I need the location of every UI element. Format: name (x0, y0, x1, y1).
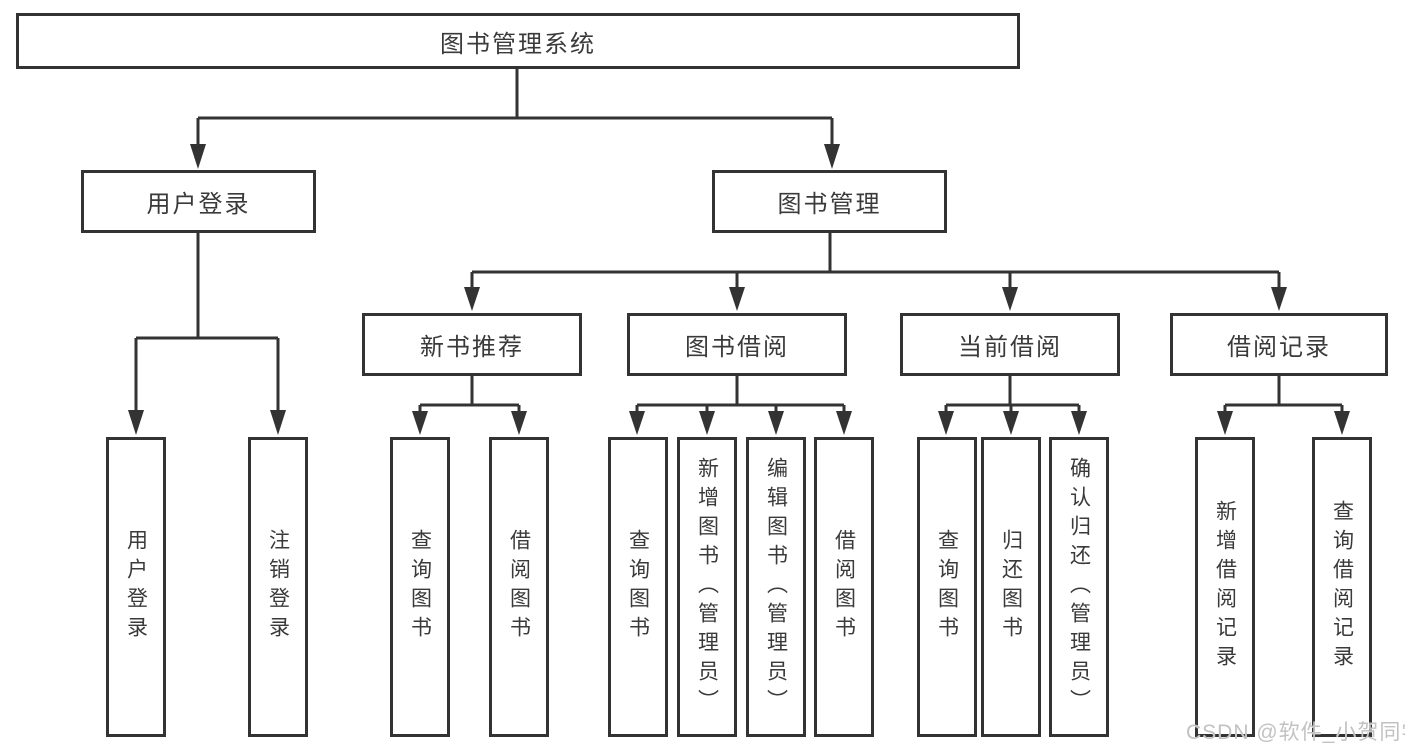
leaf-user-login: 用户登录 (106, 437, 166, 737)
node-borrowing-records: 借阅记录 (1170, 313, 1388, 376)
leaf-query-books-newbooks: 查询图书 (390, 437, 450, 737)
node-book-borrowing: 图书借阅 (627, 313, 847, 376)
leaf-label: 用户登录 (124, 529, 148, 645)
leaf-label: 确认归还（管理员） (1067, 456, 1091, 718)
leaf-add-books-admin: 新增图书（管理员） (677, 437, 737, 737)
leaf-label: 查询图书 (408, 529, 432, 645)
leaf-label: 借阅图书 (507, 529, 531, 645)
leaf-borrow-books-newbooks: 借阅图书 (489, 437, 549, 737)
leaf-query-books-borrow: 查询图书 (608, 437, 668, 737)
node-user-login: 用户登录 (81, 170, 316, 233)
leaf-label: 新增图书（管理员） (695, 456, 719, 718)
leaf-label: 借阅图书 (832, 529, 856, 645)
leaf-borrow-books-borrow: 借阅图书 (814, 437, 874, 737)
leaf-label: 注销登录 (266, 529, 290, 645)
leaf-label: 查询借阅记录 (1330, 500, 1354, 674)
leaf-edit-books-admin: 编辑图书（管理员） (746, 437, 806, 737)
leaf-logout: 注销登录 (248, 437, 308, 737)
node-library-management-system: 图书管理系统 (16, 13, 1020, 69)
leaf-label: 编辑图书（管理员） (764, 456, 788, 718)
node-current-borrowing: 当前借阅 (900, 313, 1120, 376)
node-book-management: 图书管理 (712, 170, 947, 233)
leaf-query-borrow-record: 查询借阅记录 (1312, 437, 1372, 737)
leaf-label: 归还图书 (999, 529, 1023, 645)
csdn-watermark: CSDN @软件_小贺同学 (1186, 721, 1405, 744)
leaf-label: 查询图书 (935, 529, 959, 645)
node-new-book-recommend: 新书推荐 (362, 313, 582, 376)
leaf-return-books: 归还图书 (981, 437, 1041, 737)
leaf-query-books-current: 查询图书 (917, 437, 977, 737)
leaf-label: 查询图书 (626, 529, 650, 645)
leaf-confirm-return-admin: 确认归还（管理员） (1049, 437, 1109, 737)
leaf-label: 新增借阅记录 (1213, 500, 1237, 674)
leaf-add-borrow-record: 新增借阅记录 (1195, 437, 1255, 737)
